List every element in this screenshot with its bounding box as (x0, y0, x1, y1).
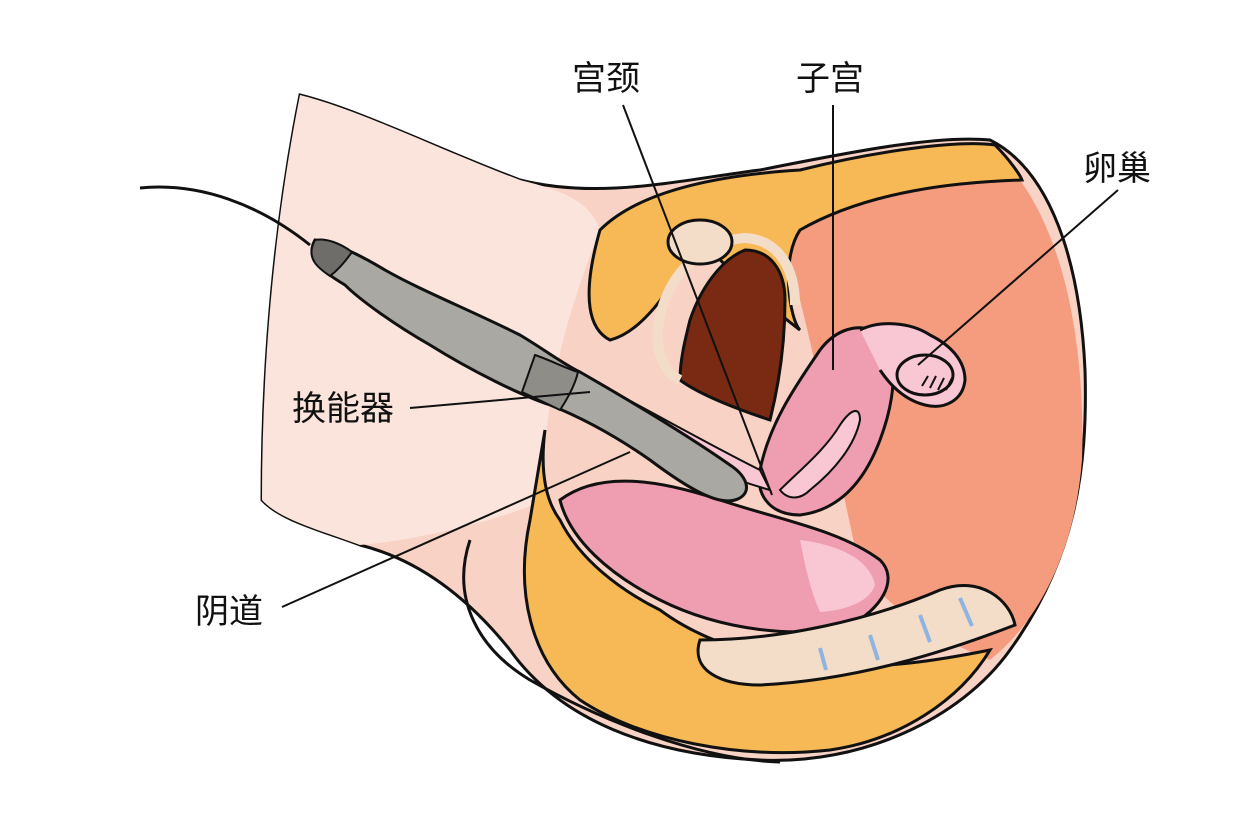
label-cervix: 宫颈 (572, 62, 640, 96)
label-uterus: 子宫 (796, 62, 864, 96)
label-ovary: 卵巢 (1083, 152, 1151, 186)
label-transducer: 换能器 (292, 392, 394, 426)
ovary (897, 355, 953, 395)
label-vagina: 阴道 (195, 595, 263, 629)
pubic-bone (668, 220, 732, 264)
